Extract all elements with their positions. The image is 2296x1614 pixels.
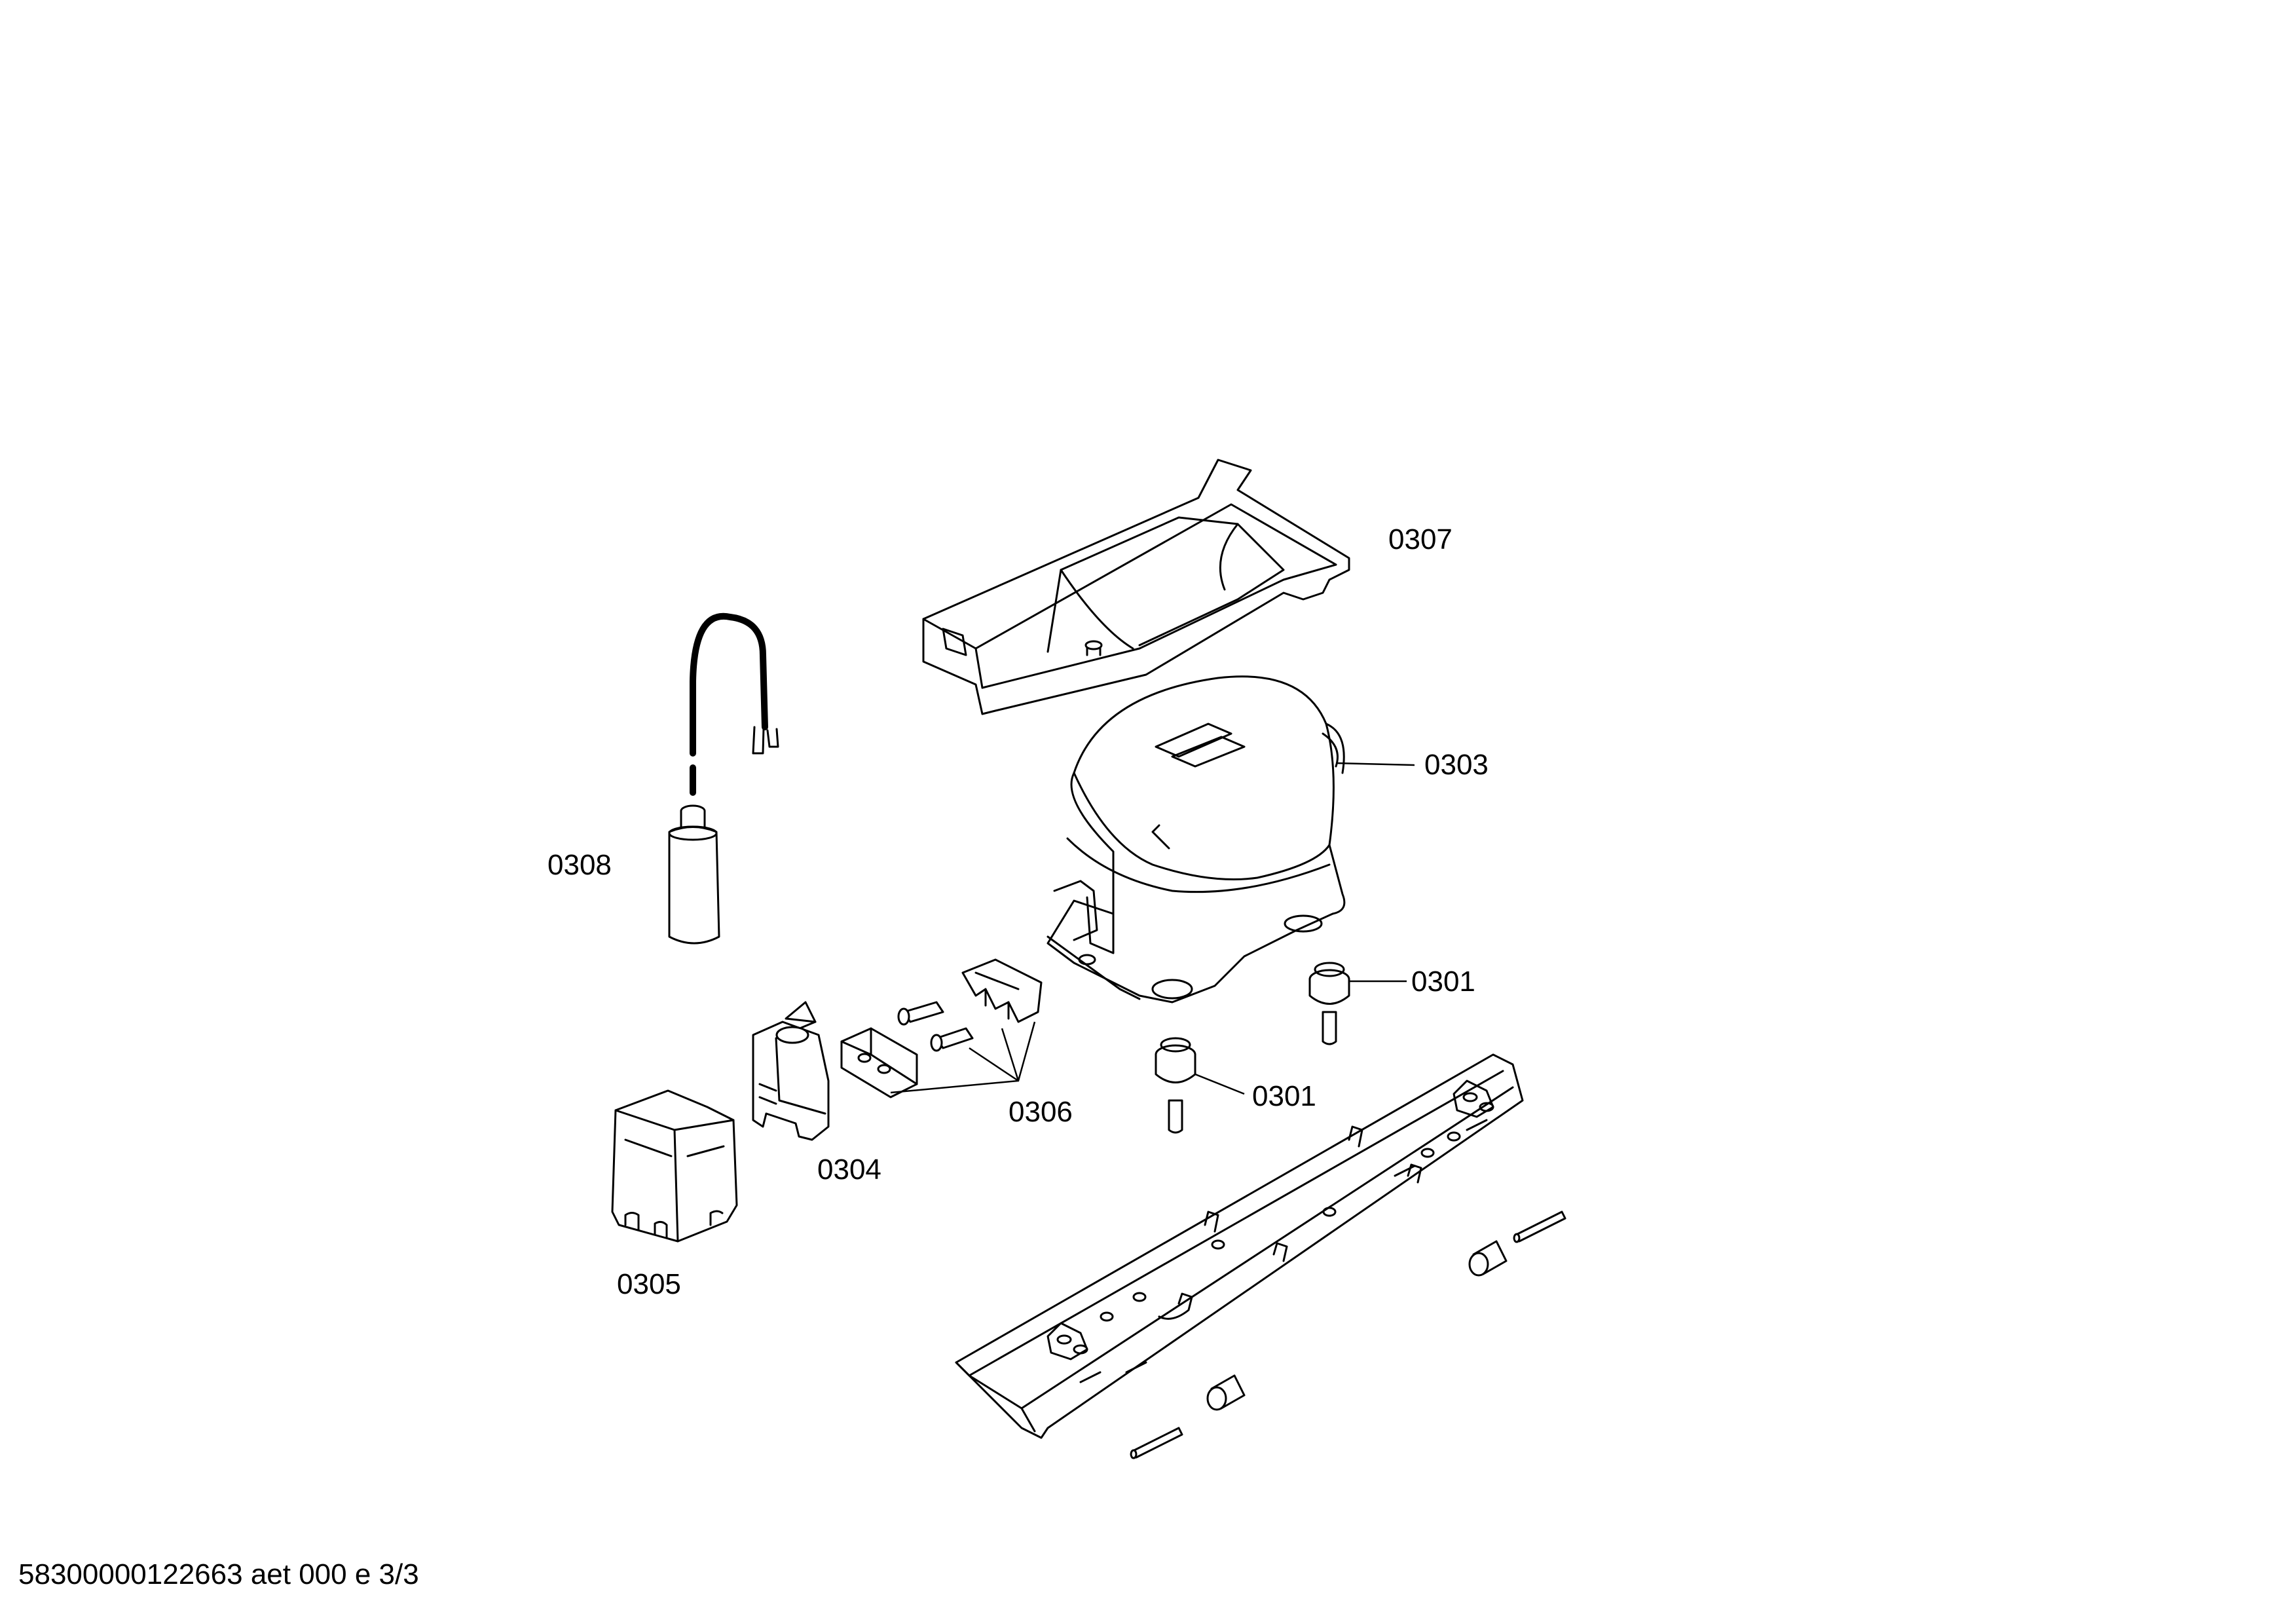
part-0301-grommet-upper[interactable] [1308,962,1350,1045]
label-0308: 0308 [547,849,612,881]
part-0307-tray[interactable] [922,459,1350,715]
label-0306: 0306 [1009,1096,1073,1128]
leader-lines [890,762,1415,1095]
part-0305-cover[interactable] [611,1089,738,1243]
label-0301-upper: 0301 [1411,966,1475,998]
label-0304: 0304 [817,1154,881,1186]
part-0308-capacitor[interactable] [668,612,779,945]
label-0305: 0305 [617,1268,681,1300]
loose-sleeve-lower[interactable] [1206,1374,1246,1411]
label-0303: 0303 [1424,749,1489,781]
part-0301-grommet-lower[interactable] [1155,1037,1196,1134]
part-0304-relay[interactable] [752,1001,830,1141]
loose-pin-upper[interactable] [1513,1210,1566,1243]
loose-sleeve-upper[interactable] [1468,1240,1508,1277]
mounting-rail[interactable] [955,1053,1524,1439]
loose-pin-lower[interactable] [1130,1427,1183,1459]
part-0306-clip-screws[interactable] [840,958,1043,1098]
label-0301-lower: 0301 [1252,1080,1316,1112]
label-0307: 0307 [1388,523,1453,555]
footer-document-code: 58300000122663 aet 000 e 3/3 [18,1558,419,1590]
part-0303-compressor[interactable] [1046,675,1346,1004]
